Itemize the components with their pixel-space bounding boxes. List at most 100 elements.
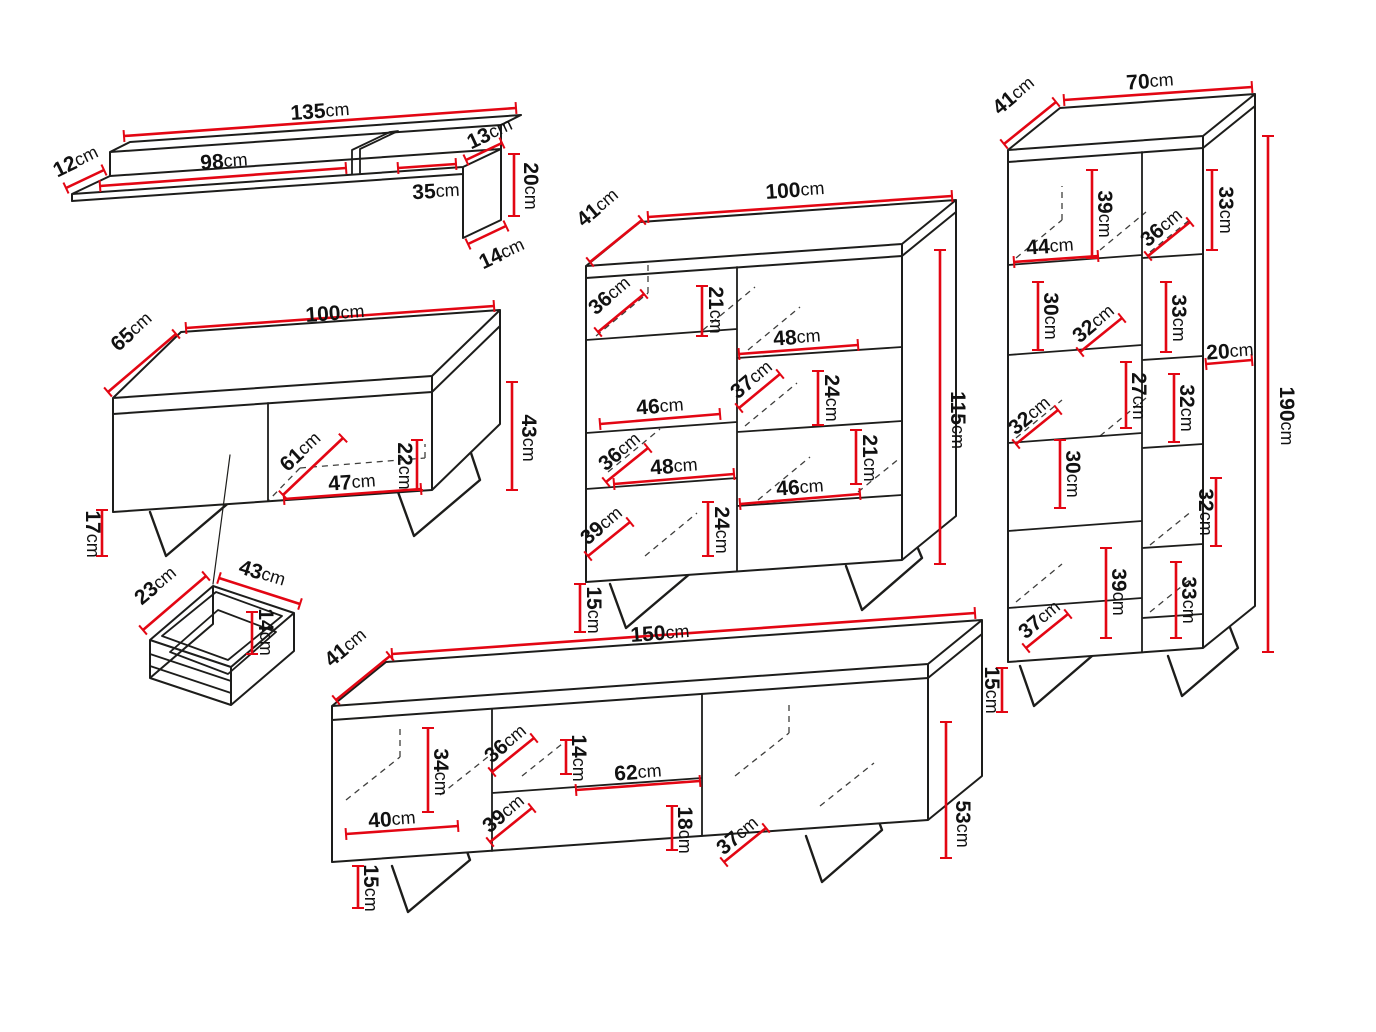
drawer-body <box>149 585 295 706</box>
dim-tv-stand-width-line <box>390 606 977 661</box>
dim-tv-stand-shelf-height-label: 14cm <box>567 734 590 781</box>
dim-coffee-table-niche-height-label: 22cm <box>393 442 416 489</box>
dim-wall-shelf-left-depth-line <box>62 164 108 194</box>
tv-stand-body <box>331 619 983 863</box>
dim-tv-stand-left-width-label: 40cm <box>368 806 417 832</box>
dim-coffee-table-height-label: 43cm <box>517 414 540 461</box>
coffee-table-body <box>112 309 501 513</box>
dim-tall-cabinet-shelf-width-line <box>1012 249 1100 269</box>
dim-coffee-table-depth-line <box>103 328 181 398</box>
dim-coffee-table-leg-height-label: 17cm <box>81 510 104 557</box>
dim-drawer-depth-line <box>138 570 211 636</box>
dim-sideboard-top-left-depth-line <box>593 288 649 338</box>
dim-sideboard-middle-depth-line <box>734 368 785 414</box>
dim-tall-cabinet-bottom-right-height-label: 33cm <box>1177 576 1200 623</box>
dim-tv-stand-height-label: 53cm <box>951 800 974 847</box>
dim-sideboard-lower-left-width-label: 48cm <box>650 453 699 479</box>
sideboard-body <box>585 199 957 583</box>
dim-tv-stand-niche-height-label: 18cm <box>673 806 696 853</box>
dim-wall-shelf-end-bottom-line <box>464 220 510 250</box>
dim-tv-stand-left-width-line <box>344 819 460 841</box>
dim-sideboard-middle-left-width-label: 46cm <box>636 393 685 419</box>
dim-coffee-table-niche-width-label: 47cm <box>328 469 377 495</box>
dim-sideboard-lower-left-width-line <box>612 467 736 491</box>
dim-coffee-table-depth-label: 65cm <box>106 307 157 356</box>
drawer-interior <box>149 591 283 694</box>
dim-tall-cabinet-bottom-depth-line <box>1021 608 1073 654</box>
dim-tv-stand-shelf-width-line <box>574 774 702 797</box>
dim-coffee-table-width-line <box>184 299 496 335</box>
dim-wall-shelf-width-line <box>122 101 518 143</box>
dim-tall-cabinet-middle-right-height-label: 32cm <box>1175 384 1198 431</box>
dim-sideboard-lower-right-width-line <box>738 487 862 511</box>
dim-tall-cabinet-width-label: 70cm <box>1126 68 1175 94</box>
dim-tall-cabinet-right-width-line <box>1204 353 1254 371</box>
coffee-table: 100cm 65cm 43cm 61cm 22cm 47cm 17cm <box>81 299 540 585</box>
dim-tv-stand-depth-label: 41cm <box>320 623 371 671</box>
dim-tall-cabinet-lower-right-height-label: 32cm <box>1194 488 1217 535</box>
dim-tall-cabinet-middle-height-label: 27cm <box>1127 372 1150 419</box>
dim-sideboard-upper-height-label: 21cm <box>704 286 727 333</box>
dim-wall-shelf-end-bottom-label: 14cm <box>475 233 528 274</box>
dim-wall-shelf-right-depth-line <box>462 137 506 166</box>
dim-tv-stand-depth-line <box>331 650 395 706</box>
dim-sideboard-width-line <box>646 189 954 224</box>
dim-sideboard-leg-height-label: 15cm <box>582 586 605 633</box>
dim-tall-cabinet-leg-height-label: 15cm <box>980 666 1003 713</box>
dim-sideboard-bottom-height-label: 24cm <box>710 506 733 553</box>
dim-sideboard-upper-right-width-label: 48cm <box>773 324 822 350</box>
dim-coffee-table-niche-width-line <box>282 482 423 506</box>
dim-tall-cabinet-middle-depth-2-line <box>1011 404 1063 450</box>
dim-coffee-table-width-label: 100cm <box>305 300 366 327</box>
dim-drawer-depth-label: 23cm <box>130 561 181 609</box>
dim-wall-shelf-width-label: 135cm <box>290 98 351 125</box>
coffee-table-drawer-pointer <box>212 454 231 585</box>
dim-sideboard-height-label: 115cm <box>946 391 969 449</box>
sideboard: 41cm 100cm 115cm 36cm 21cm 48cm 37cm 24c… <box>572 177 970 634</box>
dim-sideboard-bottom-depth-line <box>583 516 635 562</box>
dim-wall-shelf-inner-width-label: 98cm <box>200 148 249 174</box>
dim-wall-shelf-end-height-label: 20cm <box>519 162 542 209</box>
dim-sideboard-lower-right-width-label: 46cm <box>776 474 825 500</box>
dim-tall-cabinet-bottom-height-label: 39cm <box>1107 568 1130 615</box>
dim-tall-cabinet-lower-left-height-label: 30cm <box>1061 450 1084 497</box>
dim-wall-shelf-inner-width-line <box>98 161 348 193</box>
tv-stand: 41cm 150cm 53cm 34cm 36cm 14cm 62cm 40cm… <box>320 606 983 914</box>
dim-tv-stand-right-depth-line <box>719 822 771 868</box>
dim-tall-cabinet-right-width-label: 20cm <box>1206 338 1255 364</box>
dim-sideboard-width-label: 100cm <box>765 177 826 204</box>
dim-tv-stand-shelf-width-label: 62cm <box>614 759 663 785</box>
dim-drawer-inner-height-label: 14cm <box>254 608 277 655</box>
dim-sideboard-depth-label: 41cm <box>572 183 623 231</box>
dim-tall-cabinet-top-depth-line <box>1143 216 1195 262</box>
dim-tall-cabinet-width-line <box>1062 80 1254 107</box>
tall-cabinet: 41cm 70cm 190cm 39cm 36cm 33cm 44cm 30cm… <box>980 68 1298 714</box>
dim-tv-stand-left-height-label: 34cm <box>429 748 452 795</box>
dim-tv-stand-middle-depth-bottom-line <box>485 802 537 848</box>
drawer: 23cm 43cm 14cm <box>130 555 303 706</box>
wall-shelf: 135cm 12cm 98cm 35cm 13cm 20cm 14cm <box>49 98 542 274</box>
dim-sideboard-upper-right-width-line <box>737 338 860 361</box>
dim-wall-shelf-right-inner-line <box>396 157 458 175</box>
dim-tv-stand-leg-height-label: 15cm <box>359 864 382 911</box>
dim-tall-cabinet-upper-left-height-label: 30cm <box>1039 292 1062 339</box>
dim-tv-stand-middle-depth-top-line <box>487 732 539 778</box>
dim-sideboard-middle-right-height-label: 24cm <box>820 374 843 421</box>
dim-sideboard-depth-line <box>585 214 647 268</box>
dim-tall-cabinet-top-height-label: 39cm <box>1093 190 1116 237</box>
dim-tall-cabinet-shelf-width-label: 44cm <box>1026 233 1075 259</box>
dim-tall-cabinet-top-right-height-label: 33cm <box>1214 186 1237 233</box>
dim-drawer-width-line <box>216 571 303 611</box>
dim-sideboard-middle-left-width-line <box>598 407 722 431</box>
dim-tall-cabinet-depth-label: 41cm <box>988 71 1039 119</box>
wall-shelf-body <box>71 114 522 239</box>
dim-tall-cabinet-depth-line <box>999 96 1061 150</box>
dim-tall-cabinet-middle-depth-1-line <box>1075 312 1127 358</box>
dim-sideboard-right-height-label: 21cm <box>858 434 881 481</box>
dim-wall-shelf-right-inner-label: 35cm <box>412 178 460 203</box>
dim-tall-cabinet-height-label: 190cm <box>1275 386 1298 445</box>
tv-stand-hidden-lines <box>345 700 875 807</box>
dim-tv-stand-width-label: 150cm <box>630 620 691 647</box>
